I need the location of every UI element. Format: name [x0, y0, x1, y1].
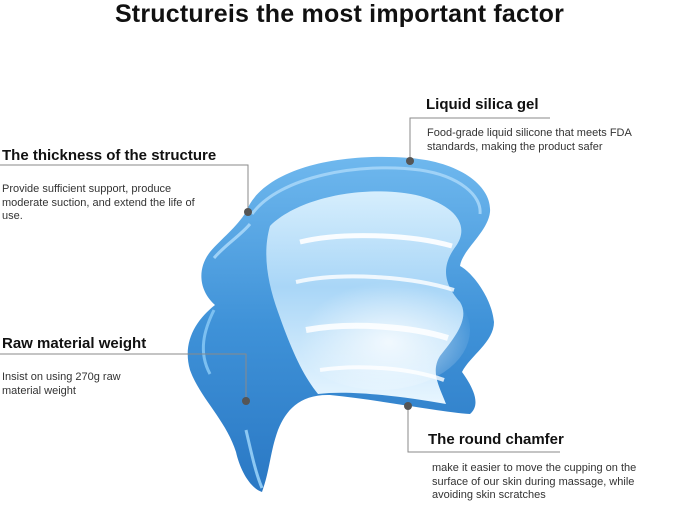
leader-line-liquid-silica — [409, 117, 550, 161]
callout-text-thickness: Provide sufficient support, produce mode… — [2, 183, 195, 222]
callout-heading-round-chamfer: The round chamfer — [428, 431, 564, 448]
marker-dot-raw-material — [242, 397, 250, 405]
callout-text-raw-material: Insist on using 270g raw material weight — [2, 371, 121, 397]
page-title: Structureis the most important factor — [114, 0, 565, 28]
callout-heading-raw-material: Raw material weight — [2, 335, 147, 352]
callout-text-liquid-silica: Food-grade liquid silicone that meets FD… — [427, 127, 632, 153]
marker-dot-thickness — [244, 208, 252, 216]
marker-dot-liquid-silica — [406, 157, 414, 165]
callout-heading-liquid-silica: Liquid silica gel — [426, 96, 539, 113]
leader-line-raw-material — [0, 353, 247, 401]
leader-line-round-chamfer — [407, 406, 560, 453]
marker-dot-round-chamfer — [404, 402, 412, 410]
leader-line-thickness — [0, 164, 249, 212]
callout-text-round-chamfer: make it easier to move the cupping on th… — [432, 462, 637, 501]
callout-heading-thickness: The thickness of the structure — [2, 147, 217, 164]
